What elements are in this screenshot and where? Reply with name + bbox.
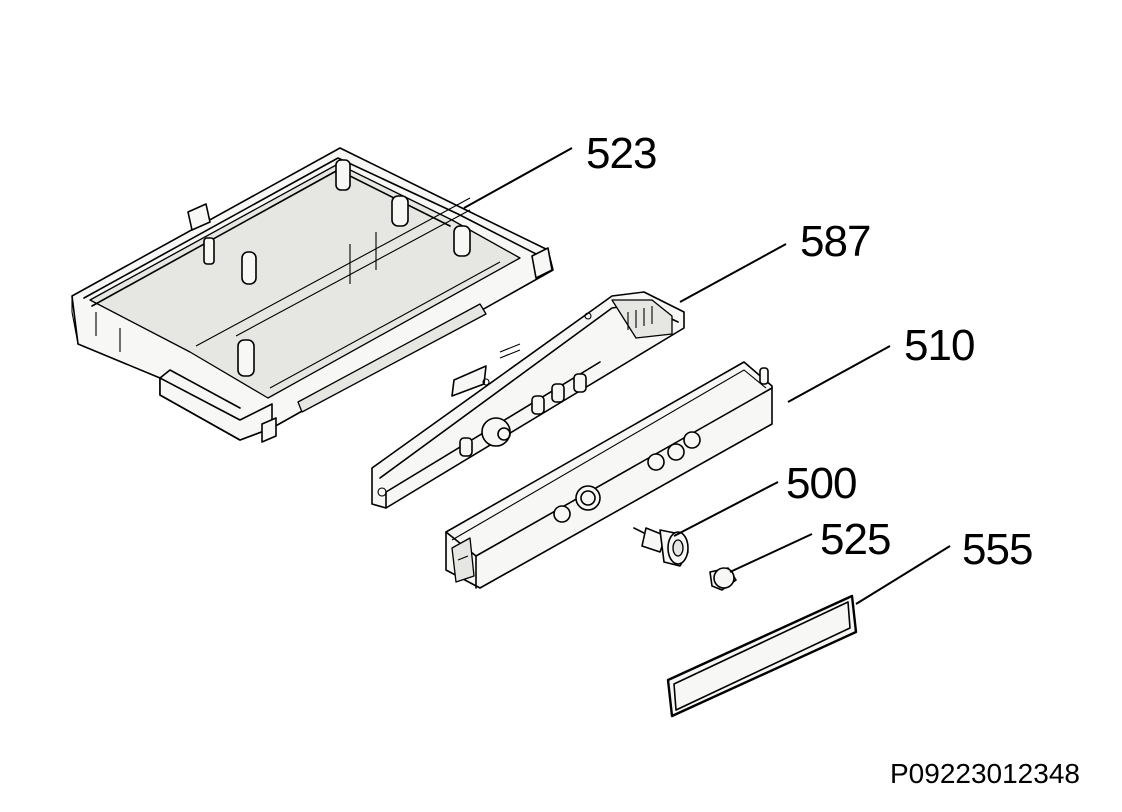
callout-555: 555: [962, 525, 1033, 574]
callout-587: 587: [800, 217, 871, 266]
part-555-label: [666, 594, 858, 718]
drawing-code: P09223012348: [890, 758, 1080, 789]
leader-523: [463, 147, 573, 209]
part-587-board: [371, 291, 685, 509]
leader-587: [679, 243, 787, 303]
leader-555: [855, 545, 951, 605]
part-523-housing: [71, 147, 554, 443]
part-500-knob: [633, 527, 689, 567]
callout-525: 525: [820, 515, 891, 564]
leader-510: [787, 345, 891, 403]
leader-lines: [463, 147, 951, 605]
part-525-button-cap: [709, 567, 737, 591]
part-510-panel: [445, 361, 773, 589]
callout-500: 500: [786, 459, 857, 508]
leader-500: [673, 481, 779, 537]
callout-523: 523: [586, 129, 657, 178]
leader-525: [729, 533, 813, 573]
callout-510: 510: [904, 321, 975, 370]
